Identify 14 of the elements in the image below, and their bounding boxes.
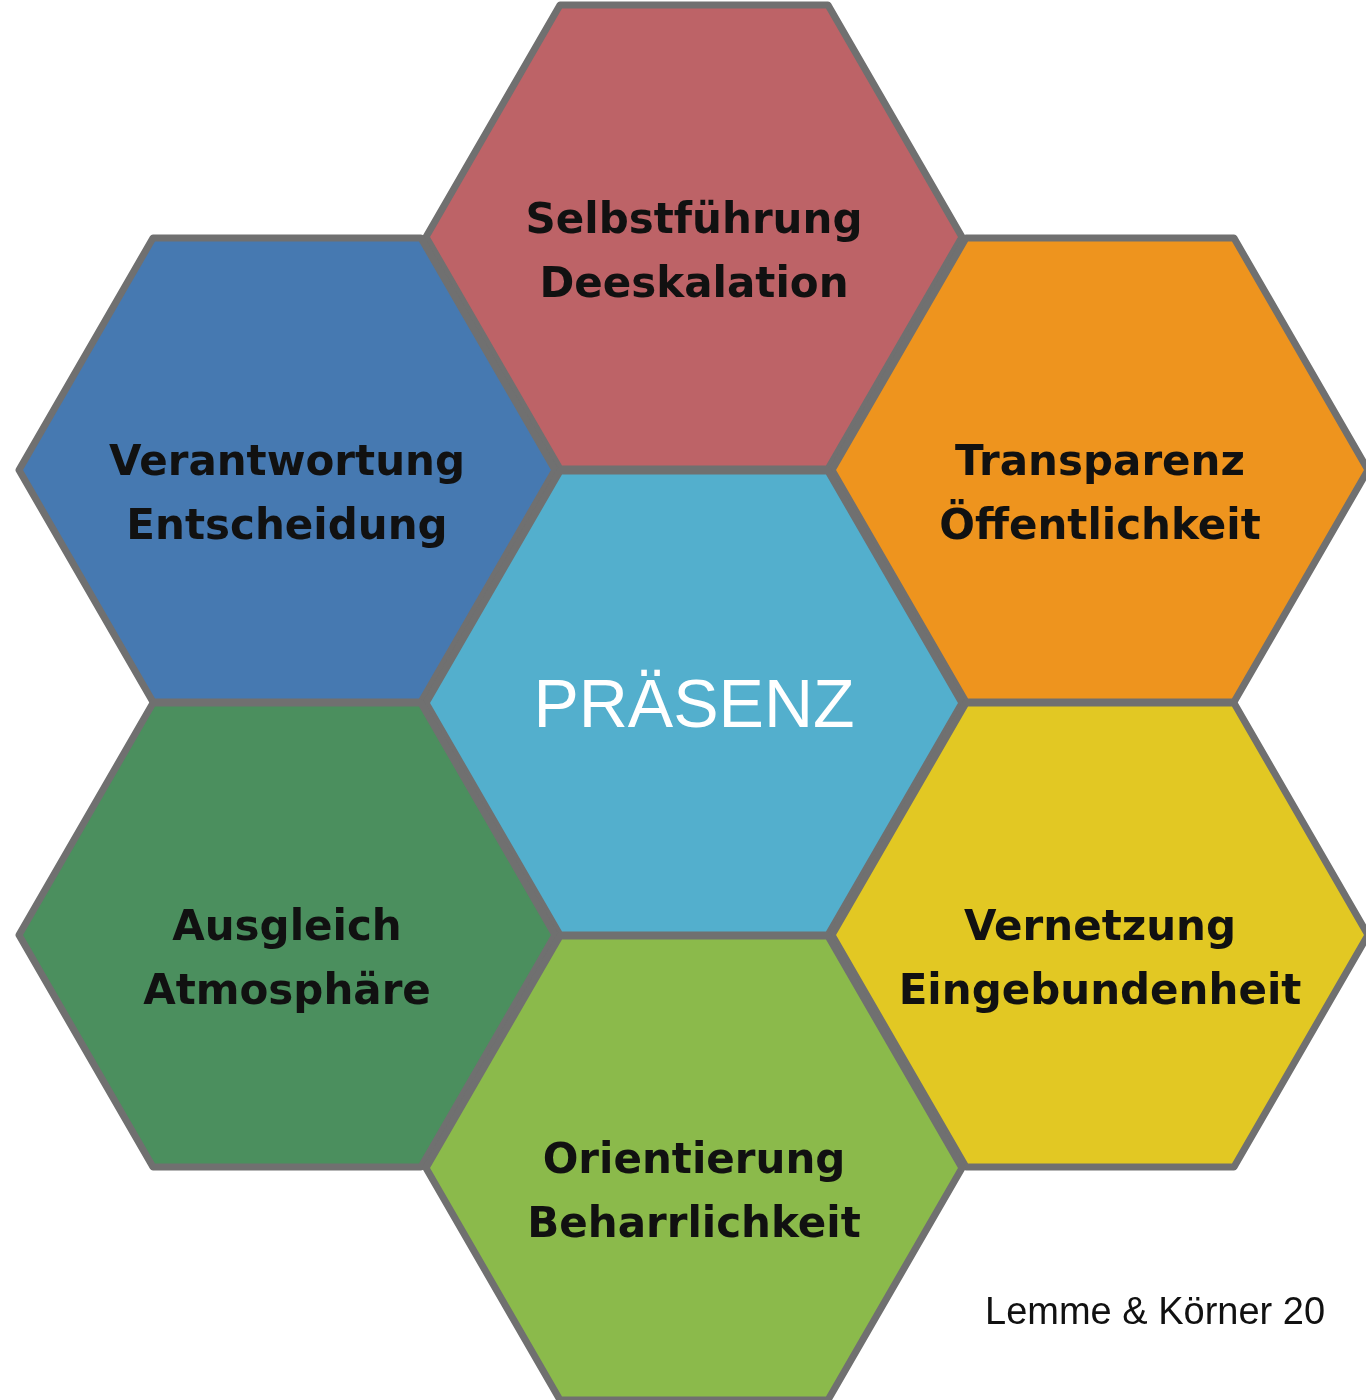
hexagon-label: Selbstführung	[525, 193, 863, 245]
hexagon-label: Öffentlichkeit	[939, 498, 1261, 551]
citation: Lemme & Körner 20	[985, 1290, 1326, 1333]
hexagon-label: Entscheidung	[126, 499, 448, 551]
hexagon-label: Ausgleich	[172, 900, 402, 952]
hexagon-label: Eingebundenheit	[898, 964, 1302, 1016]
hexagon-label: Beharrlichkeit	[527, 1197, 861, 1249]
hexagon-label: Deeskalation	[539, 257, 849, 309]
hexagon-label: Transparenz	[955, 435, 1245, 487]
hexagon-label: Verantwortung	[108, 435, 465, 487]
center-title: PRÄSENZ	[533, 671, 855, 735]
hexagon-label: Vernetzung	[963, 900, 1237, 952]
hexagon-label: Atmosphäre	[143, 964, 431, 1016]
hexagon-label: Orientierung	[542, 1133, 846, 1185]
